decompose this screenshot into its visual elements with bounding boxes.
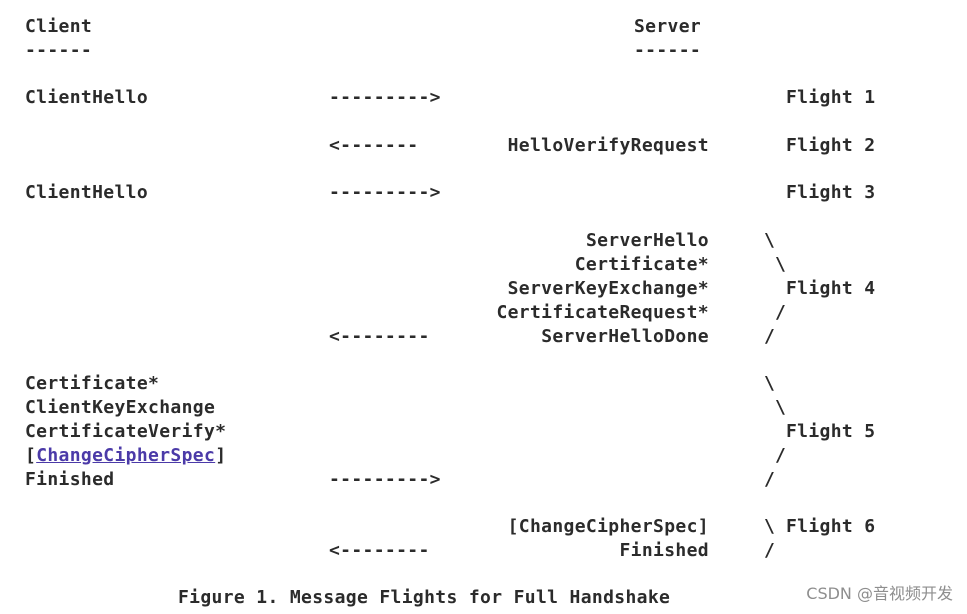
flight-5-bracket-5: / bbox=[764, 469, 776, 490]
flight-6-bracket-1: \ bbox=[764, 516, 776, 537]
flight-2-label: Flight 2 bbox=[786, 135, 876, 156]
flight-5-client-message-2: ClientKeyExchange bbox=[25, 397, 216, 418]
figure-caption: Figure 1. Message Flights for Full Hands… bbox=[178, 587, 671, 608]
flight-3-client-message: ClientHello bbox=[25, 182, 149, 203]
flight-1-label: Flight 1 bbox=[786, 87, 876, 108]
flight-5-bracket-4: / bbox=[775, 445, 787, 466]
flight-4-server-message-1: ServerHello bbox=[585, 230, 709, 251]
flight-4-server-message-2: Certificate* bbox=[574, 254, 709, 275]
flight-1-client-message: ClientHello bbox=[25, 87, 149, 108]
flight-5-bracket-2: \ bbox=[775, 397, 787, 418]
flight-4-server-message-4: CertificateRequest* bbox=[496, 302, 709, 323]
server-rule: ------ bbox=[634, 40, 702, 61]
flight-4-bracket-5: / bbox=[764, 326, 776, 347]
flight-5-label: Flight 5 bbox=[786, 421, 876, 442]
flight-5-bracket-1: \ bbox=[764, 373, 776, 394]
flight-2-arrow: <------- bbox=[329, 135, 419, 156]
flight-4-server-message-5: ServerHelloDone bbox=[541, 326, 709, 347]
client-heading: Client bbox=[25, 16, 93, 37]
watermark: CSDN @音视频开发 bbox=[806, 584, 953, 603]
flight-4-bracket-4: / bbox=[775, 302, 787, 323]
flight-4-label: Flight 4 bbox=[786, 278, 876, 299]
flight-6-arrow: <-------- bbox=[329, 540, 430, 561]
client-rule: ------ bbox=[25, 40, 93, 61]
flight-5-client-message-4: [ChangeCipherSpec] bbox=[25, 444, 226, 468]
flight-5-client-message-3: CertificateVerify* bbox=[25, 421, 227, 442]
flight-6-server-message-2: Finished bbox=[619, 540, 709, 561]
flight-6-server-message-1: [ChangeCipherSpec] bbox=[507, 516, 709, 537]
flight-6-label: Flight 6 bbox=[786, 516, 876, 537]
flight-4-server-message-3: ServerKeyExchange* bbox=[507, 278, 709, 299]
flight-4-bracket-2: \ bbox=[775, 254, 787, 275]
flight-1-arrow: ---------> bbox=[329, 87, 441, 108]
flight-5-client-message-5: Finished bbox=[25, 469, 115, 490]
server-heading: Server bbox=[634, 16, 702, 37]
flight-6-bracket-2: / bbox=[764, 540, 776, 561]
flight-3-arrow: ---------> bbox=[329, 182, 441, 203]
flight-5-client-message-1: Certificate* bbox=[25, 373, 160, 394]
left-bracket: [ bbox=[25, 445, 37, 466]
flight-4-bracket-1: \ bbox=[764, 230, 776, 251]
flight-3-label: Flight 3 bbox=[786, 182, 876, 203]
right-bracket: ] bbox=[215, 445, 227, 466]
change-cipher-spec-link[interactable]: ChangeCipherSpec bbox=[36, 445, 216, 466]
flight-5-arrow: ---------> bbox=[329, 469, 441, 490]
flight-4-arrow: <-------- bbox=[329, 326, 430, 347]
flight-2-server-message: HelloVerifyRequest bbox=[507, 135, 709, 156]
